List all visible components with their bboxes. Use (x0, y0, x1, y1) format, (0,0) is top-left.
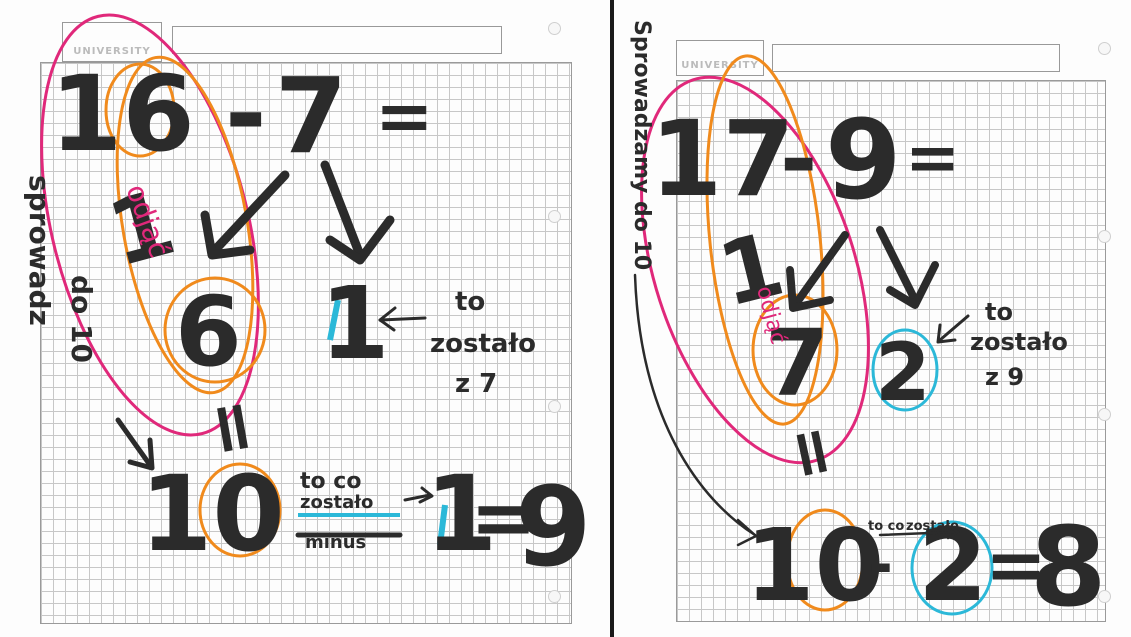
punch-hole (548, 210, 561, 223)
left-answer: 9 (515, 463, 592, 591)
left-label-zostalo2: zostało (300, 492, 373, 513)
left-ten: 10 (140, 453, 285, 575)
university-logo-right: UNIVERSITY (676, 40, 764, 76)
punch-hole (548, 22, 561, 35)
punch-hole (1098, 590, 1111, 603)
right-minuend: 17 (650, 98, 795, 220)
left-equals-vertical: = (189, 392, 280, 464)
left-remainder: 1 (320, 265, 390, 382)
right-minus: - (780, 107, 817, 212)
right-split-ones: 7 (765, 310, 829, 417)
right-remainder: 2 (875, 326, 931, 419)
right-result-remainder: 2 (918, 507, 988, 624)
punch-hole (1098, 408, 1111, 421)
logo-text: UNIVERSITY (73, 46, 151, 57)
right-answer: 8 (1030, 503, 1107, 631)
left-label-to: to (455, 287, 485, 317)
orange-circle-0 (198, 462, 282, 558)
right-label-sprowadz: Sprowadzamy do 10 (629, 20, 654, 270)
right-label-to: to (985, 298, 1013, 326)
right-arrows (633, 226, 970, 547)
left-minus: - (225, 55, 267, 172)
page-divider (610, 0, 614, 637)
right-label-to-co: to co (868, 519, 904, 534)
right-ten: 10 (745, 507, 884, 624)
left-highlights (40, 13, 448, 558)
name-field-left (172, 26, 502, 54)
punch-hole (1098, 230, 1111, 243)
punch-hole (548, 590, 561, 603)
left-label-sprowadz: sprowadz (23, 175, 56, 326)
left-arrows (115, 160, 434, 538)
right-result-eq: = (985, 522, 1047, 608)
right-label-z9: z 9 (985, 363, 1024, 391)
left-label-do10: do 10 (65, 275, 98, 363)
punch-hole (1098, 42, 1111, 55)
orange-circle-0 (785, 508, 865, 612)
logo-text: UNIVERSITY (681, 60, 759, 71)
cyan-circle-2b (910, 520, 994, 616)
left-label-z7: z 7 (455, 369, 497, 399)
cyan-circle-2 (871, 328, 939, 412)
left-result-eq: = (470, 471, 537, 564)
left-label-zostalo: zostało (430, 329, 536, 359)
orange-loop (705, 54, 825, 426)
name-field-right (772, 44, 1060, 72)
right-equals-vertical: = (770, 418, 857, 488)
right-result-minus: - (868, 530, 893, 600)
pink-loop (640, 75, 870, 465)
left-subtrahend: 7 (275, 55, 347, 177)
left-result-remainder: 1 (425, 453, 497, 575)
orange-circle-6b (163, 276, 267, 384)
grid-paper-left (40, 62, 572, 624)
left-split-ones: 6 (175, 276, 242, 388)
right-label-zostalo2: zostało (906, 519, 959, 534)
right-label-zostalo: zostało (970, 328, 1068, 356)
worksheet-left: UNIVERSITY (40, 22, 572, 624)
orange-circle-6 (104, 62, 176, 158)
punch-hole (548, 400, 561, 413)
left-label-to-co: to co (300, 469, 361, 494)
right-equals: = (905, 119, 960, 196)
left-minuend: 16 (50, 53, 195, 175)
right-subtrahend: 9 (825, 96, 902, 224)
left-equals: = (375, 75, 434, 157)
